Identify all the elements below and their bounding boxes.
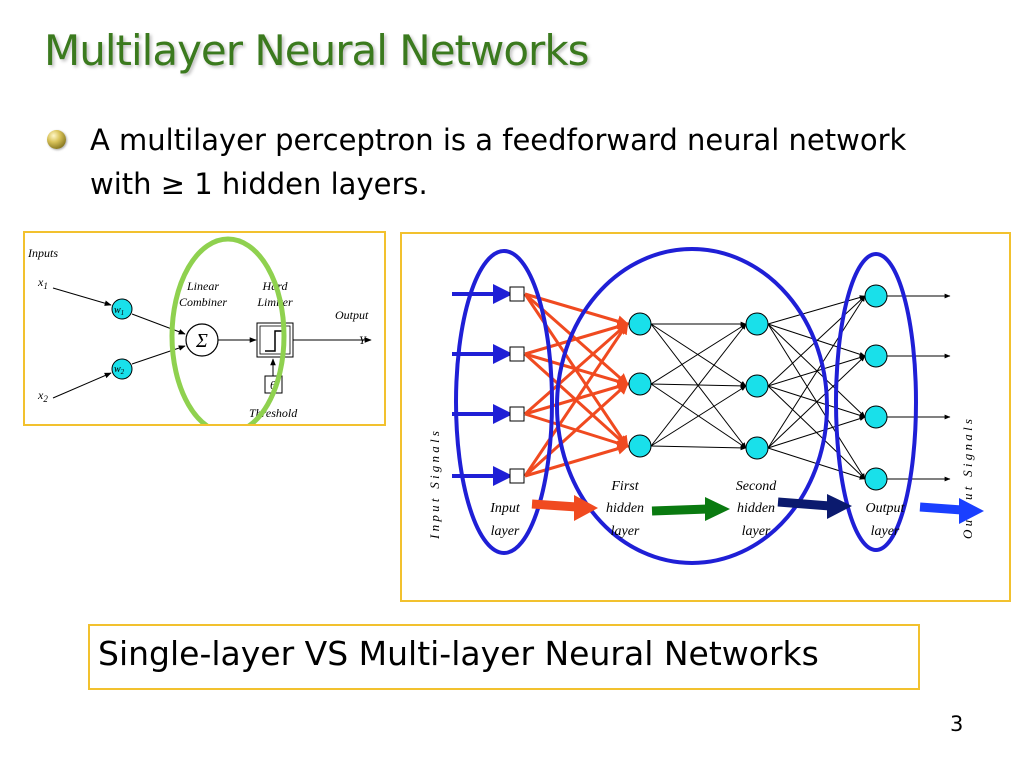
output-edge — [767, 416, 866, 449]
input-edge — [523, 322, 629, 477]
second-hidden-layer-label-3: layer — [742, 524, 771, 539]
input-neuron — [509, 286, 525, 302]
output-layer-label-2: layer — [871, 524, 900, 539]
hidden-edge — [650, 323, 747, 387]
w2-weight-node — [111, 358, 133, 380]
caption-text: Single-layer VS Multi-layer Neural Netwo… — [98, 634, 819, 673]
second-hidden-layer-label-2: hidden — [737, 501, 775, 516]
output-edge — [767, 355, 866, 449]
hidden-edge — [650, 323, 747, 385]
first-hidden-layer-label-2: hidden — [606, 501, 644, 516]
hidden-layers-ellipse — [555, 247, 829, 565]
w1-label: w1 — [114, 305, 124, 317]
multi-layer-diagram: I n p u t S i g n a l s O u t p u t S i … — [427, 247, 984, 565]
first-hidden-layer-label: First — [610, 479, 639, 494]
second-hidden-neuron — [745, 312, 769, 336]
first-hidden-neuron — [628, 434, 652, 458]
second-hidden-neuron — [745, 436, 769, 460]
output-label: Output — [335, 308, 369, 322]
input-edge — [524, 292, 630, 328]
network-nodes — [509, 284, 888, 491]
bullet-icon — [47, 130, 66, 149]
output-edge — [767, 355, 866, 387]
input-neuron — [509, 468, 525, 484]
input-layer-label: Input — [489, 501, 521, 516]
blue-flow-arrow — [919, 502, 963, 515]
output-neuron — [864, 405, 888, 429]
input-edge — [524, 442, 630, 478]
inputs-label: Inputs — [27, 246, 58, 260]
input-layer-label-2: layer — [491, 524, 520, 539]
linear-combiner-label-2: Combiner — [179, 295, 227, 309]
w1-weight-node — [111, 298, 133, 320]
single-layer-diagram-panel: Inputs x1 x2 w1 w2 Linear Combiner Hard … — [23, 231, 386, 436]
hidden-edge — [650, 385, 747, 447]
theta-symbol: θ — [270, 378, 276, 392]
output-neuron — [864, 284, 888, 308]
second-hidden-neuron — [745, 374, 769, 398]
hidden-edge — [650, 323, 747, 447]
single-layer-diagram: Inputs x1 x2 w1 w2 Linear Combiner Hard … — [27, 236, 372, 436]
navy-flow-arrow — [777, 497, 831, 511]
x2-line — [52, 372, 112, 399]
x1-label: x1 — [37, 275, 48, 291]
network-edges — [452, 284, 951, 486]
x2-label: x2 — [37, 388, 48, 404]
output-neuron — [864, 344, 888, 368]
x1-line — [52, 287, 112, 306]
hard-limiter-label-2: Limiter — [256, 295, 293, 309]
sum-symbol: Σ — [195, 330, 208, 352]
input-signals-label: I n p u t S i g n a l s — [427, 431, 442, 540]
output-neuron — [864, 467, 888, 491]
green-flow-arrow — [651, 504, 709, 516]
input-neuron — [509, 346, 525, 362]
w2-label: w2 — [114, 364, 125, 376]
red-input-edges — [523, 292, 630, 478]
page-number: 3 — [950, 712, 964, 736]
input-edge — [524, 322, 629, 416]
caption-box: Single-layer VS Multi-layer Neural Netwo… — [88, 624, 920, 690]
input-layer-ellipse — [454, 249, 554, 555]
linear-combiner-label: Linear — [186, 279, 219, 293]
y-label: Y — [359, 333, 367, 347]
hidden-edge — [650, 323, 747, 449]
first-hidden-layer-label-3: layer — [611, 524, 640, 539]
output-layer-ellipse — [834, 252, 918, 552]
hidden-edge — [650, 445, 747, 451]
output-layer-label: Output — [866, 501, 906, 516]
red-flow-arrow — [531, 499, 578, 512]
input-edge — [524, 320, 630, 356]
slide-title: Multilayer Neural Networks — [44, 26, 590, 75]
input-edge — [523, 382, 629, 478]
first-hidden-neuron — [628, 312, 652, 336]
input-neuron — [509, 406, 525, 422]
bullet-text: A multilayer perceptron is a feedforward… — [90, 123, 907, 201]
step-function-icon — [265, 330, 283, 352]
output-edge — [767, 295, 866, 449]
second-hidden-layer-label: Second — [736, 479, 777, 494]
first-hidden-neuron — [628, 372, 652, 396]
multi-layer-diagram-panel: I n p u t S i g n a l s O u t p u t S i … — [400, 232, 1011, 602]
